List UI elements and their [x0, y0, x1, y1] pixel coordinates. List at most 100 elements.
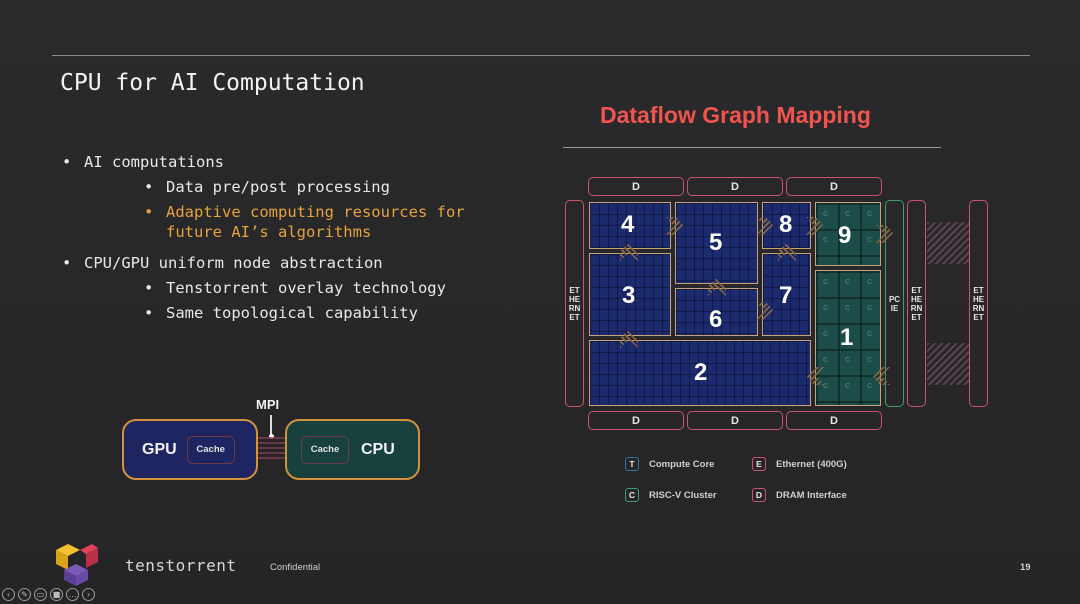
- riscv-cell-label: C: [867, 305, 873, 312]
- sub-bullet-item: •Same topological capability: [144, 304, 418, 322]
- cpu-label: CPU: [361, 440, 395, 458]
- sub-bullet-continuation: future AI’s algorithms: [166, 223, 372, 241]
- sub-bullet-item: •Tenstorrent overlay technology: [144, 279, 446, 297]
- brand-name: tenstorrent: [125, 556, 237, 575]
- group-label-3: 3: [622, 282, 636, 309]
- ethernet-link: [927, 343, 969, 385]
- diagram-title: Dataflow Graph Mapping: [600, 102, 871, 128]
- mpi-pointer: [270, 415, 272, 437]
- legend-ethernet: E Ethernet (400G): [752, 457, 847, 471]
- riscv-cell-label: C: [823, 305, 829, 312]
- legend-key: C: [625, 488, 639, 502]
- next-icon[interactable]: ›: [82, 588, 95, 601]
- tenstorrent-logo-icon: [56, 544, 98, 586]
- group-label-5: 5: [709, 229, 723, 256]
- riscv-cell-label: C: [823, 279, 829, 286]
- group-label-6: 6: [709, 306, 723, 333]
- riscv-cell-label: C: [845, 331, 851, 338]
- legend-label: DRAM Interface: [776, 489, 847, 501]
- mpi-dot: [269, 434, 274, 439]
- riscv-cell-label: C: [867, 279, 873, 286]
- legend-key: T: [625, 457, 639, 471]
- riscv-cell-label: C: [823, 237, 829, 244]
- dram-interface: D: [588, 177, 684, 196]
- gpu-label: GPU: [142, 440, 177, 458]
- riscv-cell-label: C: [845, 237, 851, 244]
- riscv-cell-label: C: [867, 383, 873, 390]
- riscv-cell-label: C: [867, 237, 873, 244]
- compute-group-7: [762, 253, 811, 336]
- legend-label: RISC-V Cluster: [649, 489, 717, 501]
- more-icon[interactable]: …: [66, 588, 79, 601]
- riscv-cell-label: C: [845, 279, 851, 286]
- dram-interface: D: [687, 411, 783, 430]
- riscv-cell-label: C: [823, 357, 829, 364]
- riscv-cell-label: C: [823, 331, 829, 338]
- legend-dram: D DRAM Interface: [752, 488, 847, 502]
- cpu-node: Cache CPU: [285, 419, 420, 480]
- riscv-cell-label: C: [867, 211, 873, 218]
- pcie-block: PCIE: [885, 200, 904, 407]
- group-label-7: 7: [779, 282, 793, 309]
- flow-arrow: [666, 217, 684, 235]
- camera-icon[interactable]: ■: [50, 588, 63, 601]
- legend-label: Compute Core: [649, 458, 715, 470]
- cpu-cache: Cache: [301, 435, 349, 464]
- sub-bullet-item: •Data pre/post processing: [144, 178, 390, 196]
- group-label-9: 9: [838, 222, 852, 249]
- dram-interface: D: [687, 177, 783, 196]
- compute-group-6: [675, 288, 758, 336]
- diagram-divider: [563, 147, 941, 148]
- riscv-cell-label: C: [845, 211, 851, 218]
- riscv-cell-label: C: [845, 383, 851, 390]
- slide-title: CPU for AI Computation: [60, 70, 365, 96]
- legend-compute-core: T Compute Core: [625, 457, 714, 471]
- compute-group-2: [589, 340, 811, 406]
- pen-icon[interactable]: ✎: [18, 588, 31, 601]
- dram-interface: D: [786, 411, 882, 430]
- group-label-8: 8: [779, 211, 793, 238]
- flow-arrow: [756, 302, 774, 320]
- flow-arrow: [756, 217, 774, 235]
- captions-icon[interactable]: ▭: [34, 588, 47, 601]
- ethernet-block-far-right: ETHERNET: [969, 200, 988, 407]
- bullet-item: •CPU/GPU uniform node abstraction: [62, 254, 383, 272]
- compute-group-4: [589, 202, 671, 249]
- dram-interface: D: [588, 411, 684, 430]
- previous-icon[interactable]: ‹: [2, 588, 15, 601]
- presentation-toolbar: ‹ ✎ ▭ ■ … ›: [2, 588, 95, 601]
- mpi-link: [258, 437, 285, 459]
- sub-bullet-item-highlight: •Adaptive computing resources for: [144, 203, 465, 221]
- flow-arrow: [876, 225, 894, 243]
- flow-arrow: [806, 217, 824, 235]
- group-label-4: 4: [621, 211, 635, 238]
- confidential-label: Confidential: [270, 562, 321, 573]
- legend-riscv: C RISC-V Cluster: [625, 488, 717, 502]
- page-number: 19: [1020, 562, 1031, 573]
- bullet-list: •AI computations •Data pre/post processi…: [62, 150, 465, 326]
- compute-group-8: [762, 202, 811, 249]
- compute-group-5: [675, 202, 758, 284]
- gpu-cache: Cache: [186, 435, 235, 464]
- legend-key: D: [752, 488, 766, 502]
- gpu-node: GPU Cache: [122, 419, 258, 480]
- legend-key: E: [752, 457, 766, 471]
- riscv-cell-label: C: [823, 383, 829, 390]
- group-label-1: 1: [840, 324, 854, 351]
- dram-interface: D: [786, 177, 882, 196]
- compute-group-3: [589, 253, 671, 336]
- legend-label: Ethernet (400G): [776, 458, 847, 470]
- mpi-label: MPI: [256, 397, 280, 412]
- riscv-group-9: C C C C C C: [815, 202, 881, 266]
- ethernet-block-right: ETHERNET: [907, 200, 926, 407]
- riscv-cell-label: C: [823, 211, 829, 218]
- ethernet-block-left: ETHERNET: [565, 200, 584, 407]
- riscv-cell-label: C: [867, 331, 873, 338]
- riscv-cell-label: C: [845, 357, 851, 364]
- top-divider: [52, 55, 1030, 56]
- group-label-2: 2: [694, 359, 708, 386]
- riscv-cell-label: C: [845, 305, 851, 312]
- ethernet-link: [927, 222, 969, 264]
